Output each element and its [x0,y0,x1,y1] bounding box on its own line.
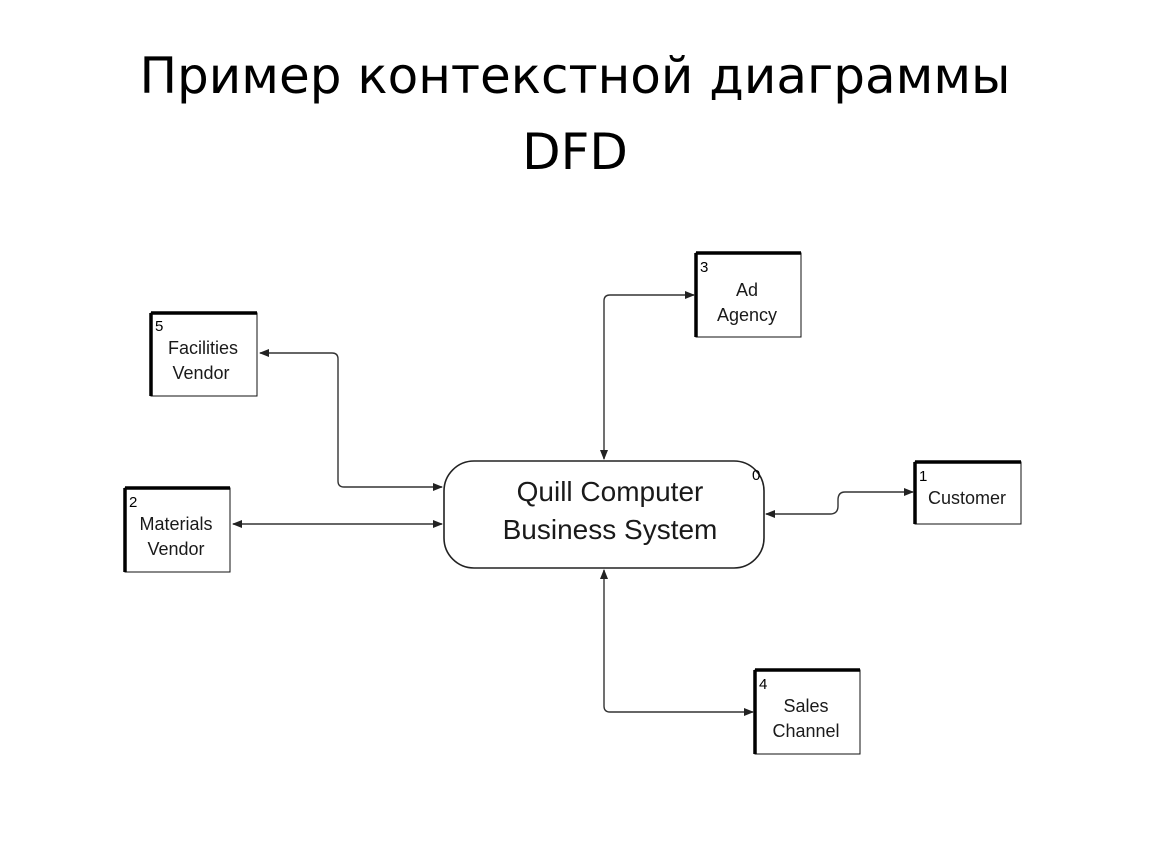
page-title: Пример контекстной диаграммы DFD [0,38,1150,190]
flow-facilities-vendor [259,349,443,491]
entity-number: 2 [129,494,137,511]
process-label-line1: Quill Computer [517,476,704,507]
entity-box [124,487,231,573]
flow-sales-channel [600,569,754,716]
entity-sales-channel: 4 Sales Channel [753,668,861,755]
entity-label-line2: Channel [772,721,839,741]
entity-label-line2: Agency [717,305,777,325]
central-process: 0 Quill Computer Business System [443,460,765,569]
entity-label-line1: Materials [139,514,212,534]
entity-label-line1: Facilities [168,338,238,358]
entity-box [914,461,1022,525]
entity-box [695,252,802,338]
entity-number: 4 [759,676,767,693]
process-shape [443,460,765,569]
entity-label-line2: Vendor [147,539,204,559]
entity-ad-agency: 3 Ad Agency [694,251,802,338]
entity-number: 3 [700,259,708,276]
page-title-line1: Пример контекстной диаграммы [139,47,1011,105]
entity-label-line1: Customer [928,488,1006,508]
entity-customer: 1 Customer [913,460,1022,525]
entity-label-line1: Ad [736,280,758,300]
flow-ad-agency [600,291,695,460]
entity-label-line1: Sales [783,696,828,716]
entity-materials-vendor: 2 Materials Vendor [123,486,231,573]
entity-box [150,312,258,397]
page-title-line2: DFD [522,123,628,181]
entity-number: 5 [155,318,163,335]
process-number: 0 [752,467,760,484]
entity-box [754,669,861,755]
process-label-line2: Business System [503,514,718,545]
entity-facilities-vendor: 5 Facilities Vendor [149,311,258,397]
entity-number: 1 [919,468,927,485]
entity-label-line2: Vendor [172,363,229,383]
flow-customer [765,488,914,518]
